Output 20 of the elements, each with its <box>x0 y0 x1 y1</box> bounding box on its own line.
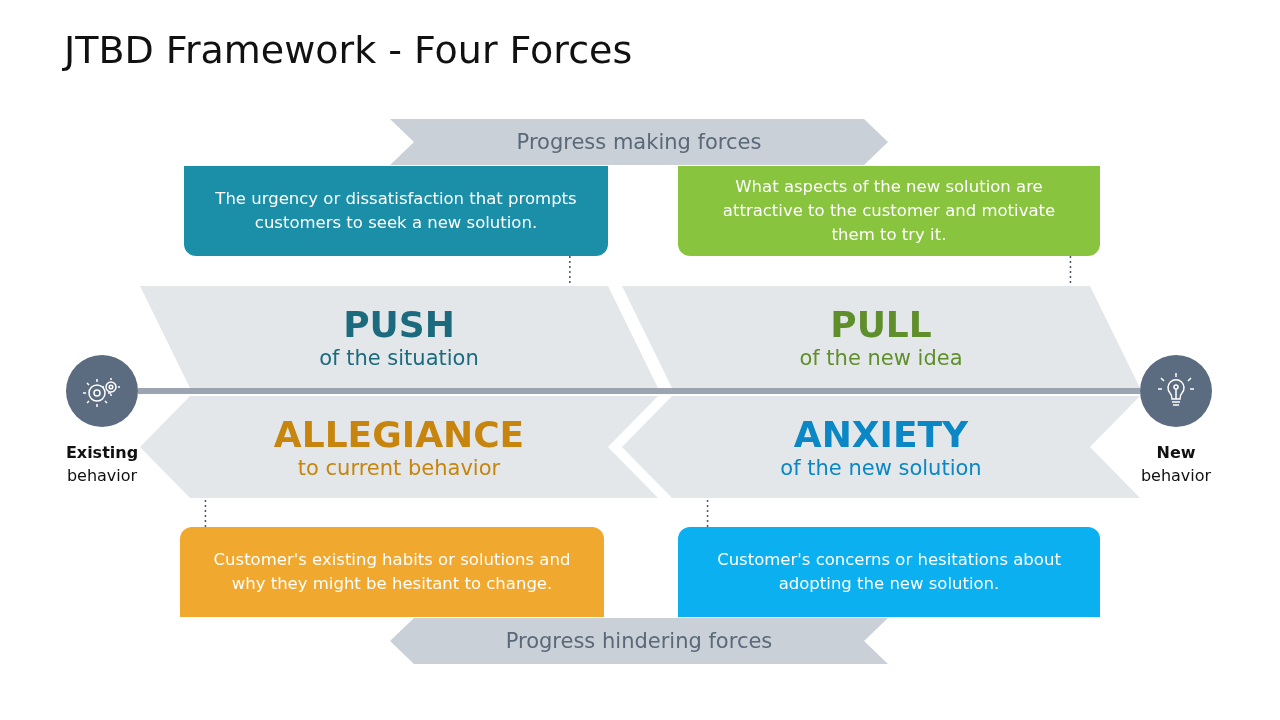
force-heading: PUSH <box>343 304 455 346</box>
caption-text: New behavior <box>1139 442 1213 487</box>
force-heading: ANXIETY <box>793 414 969 456</box>
band-label: Progress making forces <box>516 130 762 154</box>
force-heading: ALLEGIANCE <box>273 414 525 456</box>
connector-line <box>138 388 1140 394</box>
slide-title: JTBD Framework - Four Forces <box>64 28 633 72</box>
force-subtitle: of the new solution <box>780 456 982 480</box>
band-label: Progress hindering forces <box>505 629 773 653</box>
description-card: Customer's existing habits or solutions and why they might be hesitant to change. <box>180 527 604 617</box>
force-subtitle: of the new idea <box>799 346 963 370</box>
leader-line <box>706 497 709 528</box>
description-card: Customer's concerns or hesitations about adopting the new solution. <box>678 527 1100 617</box>
description-card: The urgency or dissatisfaction that prompts customers to seek a new solution. <box>184 166 608 256</box>
force-subtitle: of the situation <box>319 346 479 370</box>
force-subtitle: to current behavior <box>297 456 501 480</box>
caption-text: Existing behavior <box>64 442 140 487</box>
description-card: What aspects of the new solution are attractive to the customer and motivate them to try it. <box>678 166 1100 256</box>
leader-line <box>204 497 207 528</box>
force-heading: PULL <box>830 304 932 346</box>
